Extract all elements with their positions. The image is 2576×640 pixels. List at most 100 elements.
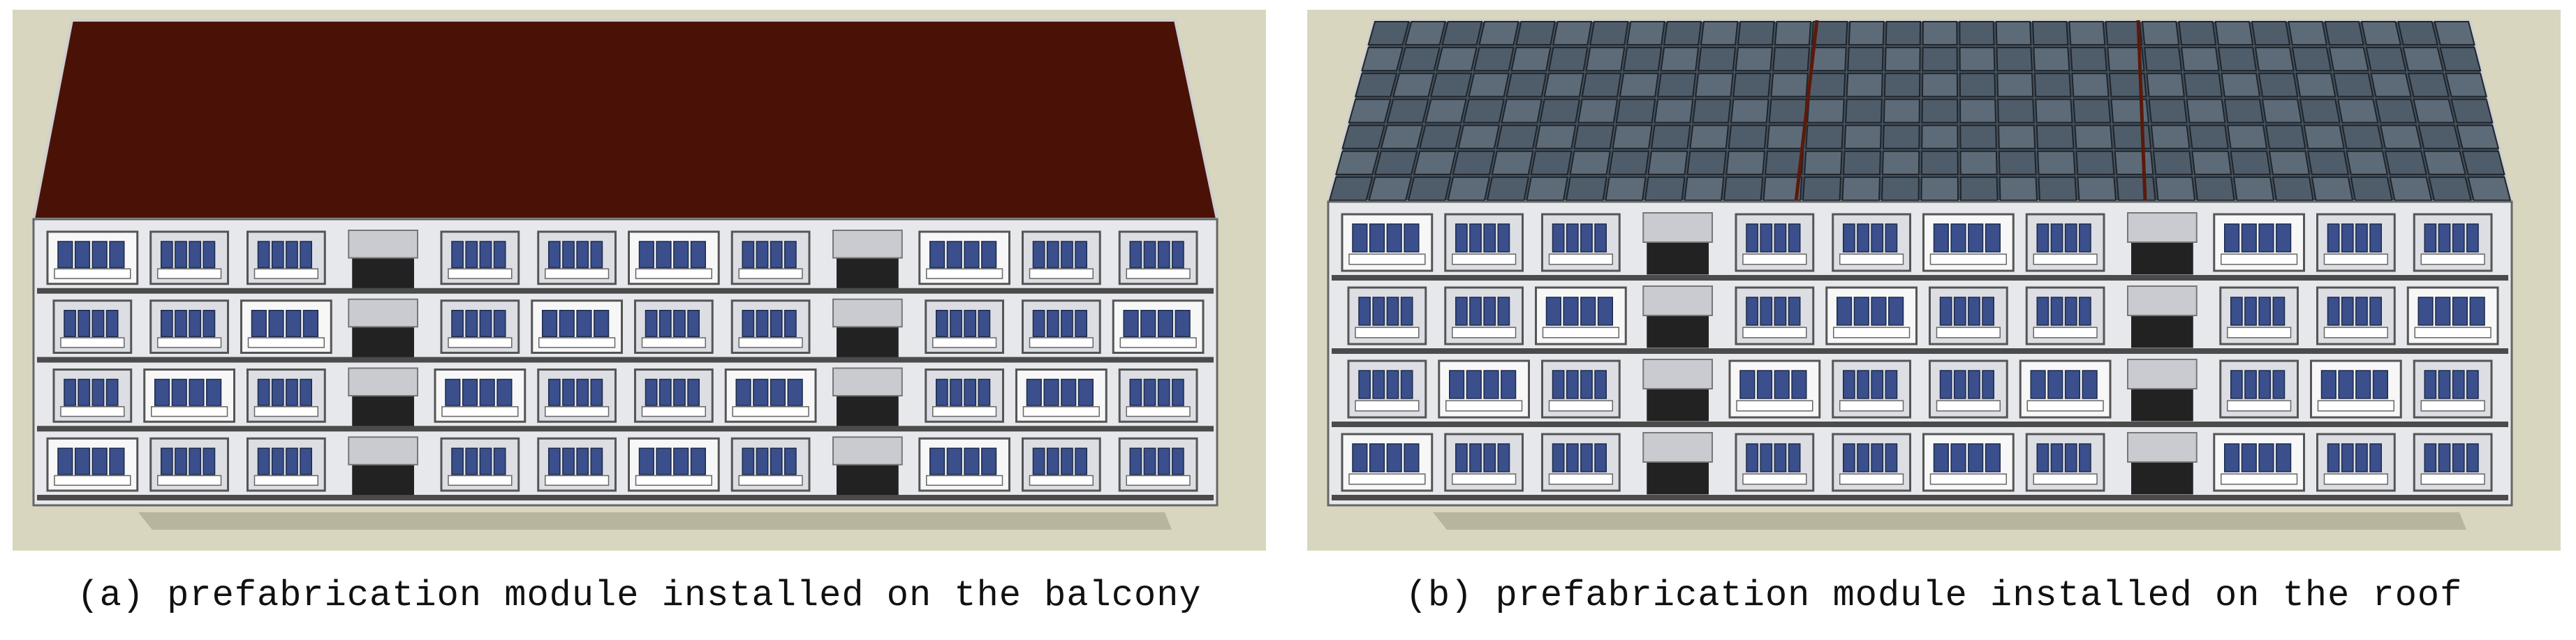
window-pane (2244, 297, 2257, 326)
window-pane (451, 241, 464, 269)
window-pane (257, 241, 270, 269)
solar-panel (2337, 98, 2379, 124)
solar-panel (2261, 98, 2302, 124)
window-pane (479, 447, 492, 475)
solar-panel (2074, 124, 2113, 149)
floor-slab (1332, 495, 2508, 500)
solar-panel (2223, 98, 2265, 124)
roof-seam (1794, 20, 1819, 202)
window-pane (1497, 443, 1510, 472)
window-sill (1742, 253, 1807, 265)
ground-shadow (1433, 512, 2466, 530)
solar-panel (2110, 98, 2149, 124)
window-pane (1837, 297, 1853, 326)
window-pane (1968, 370, 1980, 399)
window-pane (950, 310, 962, 338)
window-sill (1348, 253, 1426, 265)
window-pane (2417, 297, 2434, 326)
solar-panel (2350, 176, 2393, 201)
window-pane (1358, 297, 1371, 326)
window-sill (253, 475, 318, 486)
caption-b: (b) prefabrication module installed on t… (1405, 575, 2463, 616)
window-pane (1404, 223, 1420, 253)
window-pane (1968, 297, 1980, 326)
floor-slab (1332, 422, 2508, 427)
window-pane (2230, 297, 2243, 326)
window-pane (2064, 443, 2077, 472)
window-pane (562, 241, 575, 269)
window-pane (946, 447, 962, 475)
window-pane (1843, 223, 1855, 253)
solar-panel (2150, 124, 2191, 149)
window-sill (2420, 253, 2485, 265)
floor-slab (37, 288, 1214, 294)
floor-slab (1332, 348, 2508, 354)
window-pane (1580, 370, 1593, 399)
solar-panel (2144, 47, 2183, 72)
window-pane (2244, 370, 2257, 399)
window-pane (1788, 223, 1801, 253)
window-pane (936, 310, 948, 338)
window-sill (157, 475, 222, 486)
solar-panel (2181, 47, 2220, 72)
window-pane (1143, 241, 1156, 269)
window-pane (203, 241, 216, 269)
window-sill (641, 405, 706, 417)
solar-panel (1656, 73, 1697, 98)
solar-panel (1843, 124, 1882, 149)
window-pane (2079, 443, 2091, 472)
window-sill (1936, 400, 2001, 412)
window-pane (1369, 223, 1385, 253)
window-pane (493, 241, 506, 269)
balcony (2131, 388, 2193, 422)
window-pane (1483, 297, 1496, 326)
window-sill (151, 405, 228, 417)
window-pane (1075, 310, 1087, 338)
window-pane (465, 447, 478, 475)
window-pane (1129, 241, 1142, 269)
window-pane (576, 241, 589, 269)
window-pane (576, 378, 589, 406)
window-pane (1061, 378, 1077, 406)
window-pane (2466, 223, 2479, 253)
solar-panel (1689, 124, 1730, 149)
window-sill (441, 405, 519, 417)
window-sill (1452, 327, 1517, 338)
window-pane (2241, 443, 2257, 472)
window-pane (1939, 370, 1952, 399)
window-sill (2420, 400, 2485, 412)
window-sill (635, 268, 712, 279)
solar-panel (2033, 47, 2070, 72)
balcony (1647, 461, 1709, 495)
solar-panel (1380, 124, 1424, 149)
window-pane (1469, 223, 1482, 253)
window-pane (1501, 370, 1517, 399)
window-pane (2469, 297, 2485, 326)
solar-panel (2360, 21, 2401, 46)
solar-panel (1921, 73, 1959, 98)
solar-panel (1577, 98, 1619, 124)
window-sill (545, 475, 610, 486)
window-pane (1982, 297, 1994, 326)
window-pane (2327, 297, 2340, 326)
solar-panel (2434, 21, 2475, 46)
window-pane (1871, 370, 1884, 399)
window-pane (257, 378, 270, 406)
window-pane (91, 310, 105, 338)
window-sill (538, 337, 616, 348)
window-pane (1175, 310, 1191, 338)
panel-b-roof-module-render (1307, 10, 2561, 551)
window-pane (1386, 443, 1402, 472)
window-pane (2372, 370, 2388, 399)
solar-panel (1922, 21, 1958, 46)
window-pane (171, 378, 187, 406)
solar-panel (1478, 21, 1519, 46)
window-pane (1140, 310, 1156, 338)
window-pane (64, 310, 76, 338)
solar-panel (1506, 73, 1547, 98)
window-pane (1566, 443, 1579, 472)
solar-panel (1766, 124, 1806, 149)
window-pane (286, 310, 302, 338)
solar-panel (1663, 21, 1702, 46)
solar-panel (2332, 73, 2374, 98)
